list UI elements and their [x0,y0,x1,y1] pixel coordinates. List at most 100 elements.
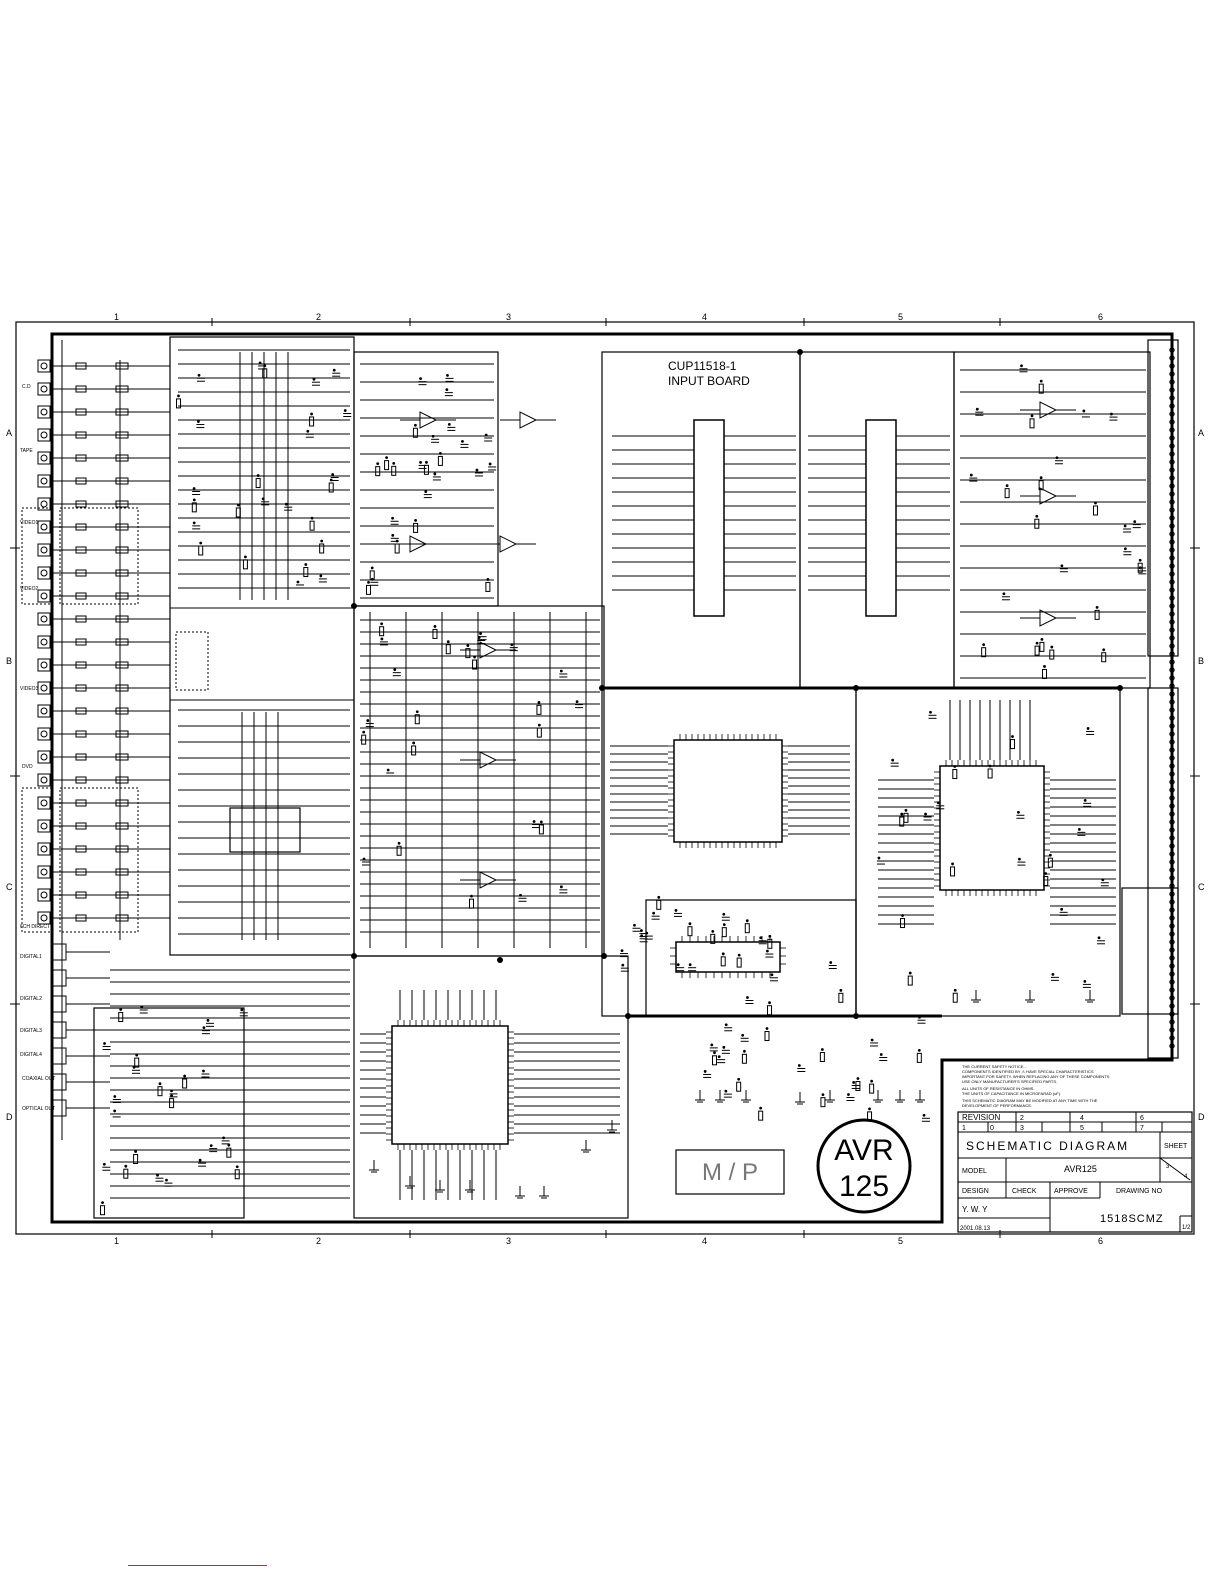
resistor [191,502,197,513]
resistor [952,992,958,1003]
rca-jack [37,520,51,534]
rca-jack [37,589,51,603]
rev-cell-5: 5 [1080,1125,1084,1132]
resistor [255,478,261,489]
rev-cell-1: 1 [962,1125,966,1132]
note-6: THE UNITS OF CAPACITANCE IN MICROFARAD (… [962,1091,1061,1096]
opamp-symbol [519,411,538,429]
zone-col-4: 4 [702,312,707,322]
resistor [736,1081,742,1092]
resistor [414,714,420,725]
resistor [234,1169,240,1180]
jack-label-tape: TAPE [20,448,33,454]
opamp-symbol [419,411,438,429]
approve-label: APPROVE [1054,1188,1088,1195]
resistor [720,956,726,967]
resistor [758,1110,764,1121]
rca-jack [37,451,51,465]
rca-jack [37,704,51,718]
resistor [987,768,993,779]
resistor [394,543,400,554]
resistor [981,647,987,658]
zone-col-3-bottom: 3 [506,1236,511,1246]
opamp-symbol [499,535,518,553]
rca-jack [37,382,51,396]
resistor [1029,418,1035,429]
rca-jack [37,888,51,902]
opamp-symbol [479,751,498,769]
resistor [721,927,727,938]
opamp-block [353,351,605,957]
zone-row-a: A [6,428,12,438]
resistor [907,975,913,986]
title-block: REVISION 2 4 6 1 0 3 5 7 SCHEMATIC DIAGR… [957,1111,1193,1233]
mp-stamp-text: M / P [702,1159,758,1186]
rca-jack [37,543,51,557]
misc-block [604,686,1120,1018]
input-selector-block [169,336,355,956]
digital-jack [51,1047,67,1065]
jack-label-6ch-direct: 6CH DIRECT [20,924,50,930]
resistor [819,1051,825,1062]
resistor [309,416,315,427]
resistor [432,628,438,639]
resistor [469,898,475,909]
resistor [423,464,429,475]
resistor [536,727,542,738]
badge-line2: 125 [839,1170,889,1203]
resistor [741,1053,747,1064]
resistor [391,465,397,476]
ic-digital-receiver [391,1025,509,1145]
drawing-number: 1518SCMZ [1100,1213,1164,1225]
zone-col-1-bottom: 1 [114,1236,119,1246]
resistor [262,368,268,379]
resistor [711,1055,717,1066]
note-4: USE ONLY MANUFACTURER'S SPECIFIED PARTS. [962,1079,1057,1084]
rca-jack [37,796,51,810]
rca-jack [37,359,51,373]
resistor [328,482,334,493]
note-1: THE CURRENT SAFETY NOTICE... [962,1064,1027,1069]
note-5: ALL UNITS OF RESISTANCE IN OHMS. [962,1086,1034,1091]
board-title: CUP11518-1 [668,359,737,373]
inner-border [50,332,1174,1224]
zone-col-5-bottom: 5 [898,1236,903,1246]
dsp-block [601,687,1121,1017]
zone-col-6-bottom: 6 [1098,1236,1103,1246]
ic-cs492 [939,765,1045,891]
resistor [412,427,418,438]
zone-row-c-right: C [1198,882,1205,892]
jack-label-digital2: DIGITAL2 [20,996,42,1002]
ic-ad-converter [675,941,781,973]
digital-jack [51,969,67,987]
zone-row-b-right: B [1198,656,1204,666]
resistor [1039,641,1045,652]
board-subtitle: INPUT BOARD [668,374,750,388]
zone-row-a-right: A [1198,428,1204,438]
resistor [687,926,693,937]
resistor [198,545,204,556]
drawing-no-label: DRAWING NO [1116,1188,1163,1195]
resistor [175,398,181,409]
resistor [123,1168,129,1179]
model-value: AVR125 [1064,1164,1097,1174]
resistor [309,520,315,531]
digital-jack [51,995,67,1013]
note-2: COMPONENTS IDENTIFIED BY ⚠ HAVE SPECIAL … [962,1069,1094,1074]
resistor [411,745,417,756]
resistor [1094,609,1100,620]
resistor [538,824,544,835]
digital-jack [51,1021,67,1039]
rca-jack [37,635,51,649]
jack-label-video2: VIDEO2 [20,586,39,592]
resistor [226,1147,232,1158]
resistor [736,957,742,968]
zone-row-d-right: D [1198,1112,1205,1122]
resistor [1004,488,1010,499]
sheet-number: 3 [1166,1164,1170,1170]
resistor [903,812,909,823]
rca-jack [37,819,51,833]
sheet-total: 4 [1184,1174,1188,1180]
rca-jack [37,474,51,488]
